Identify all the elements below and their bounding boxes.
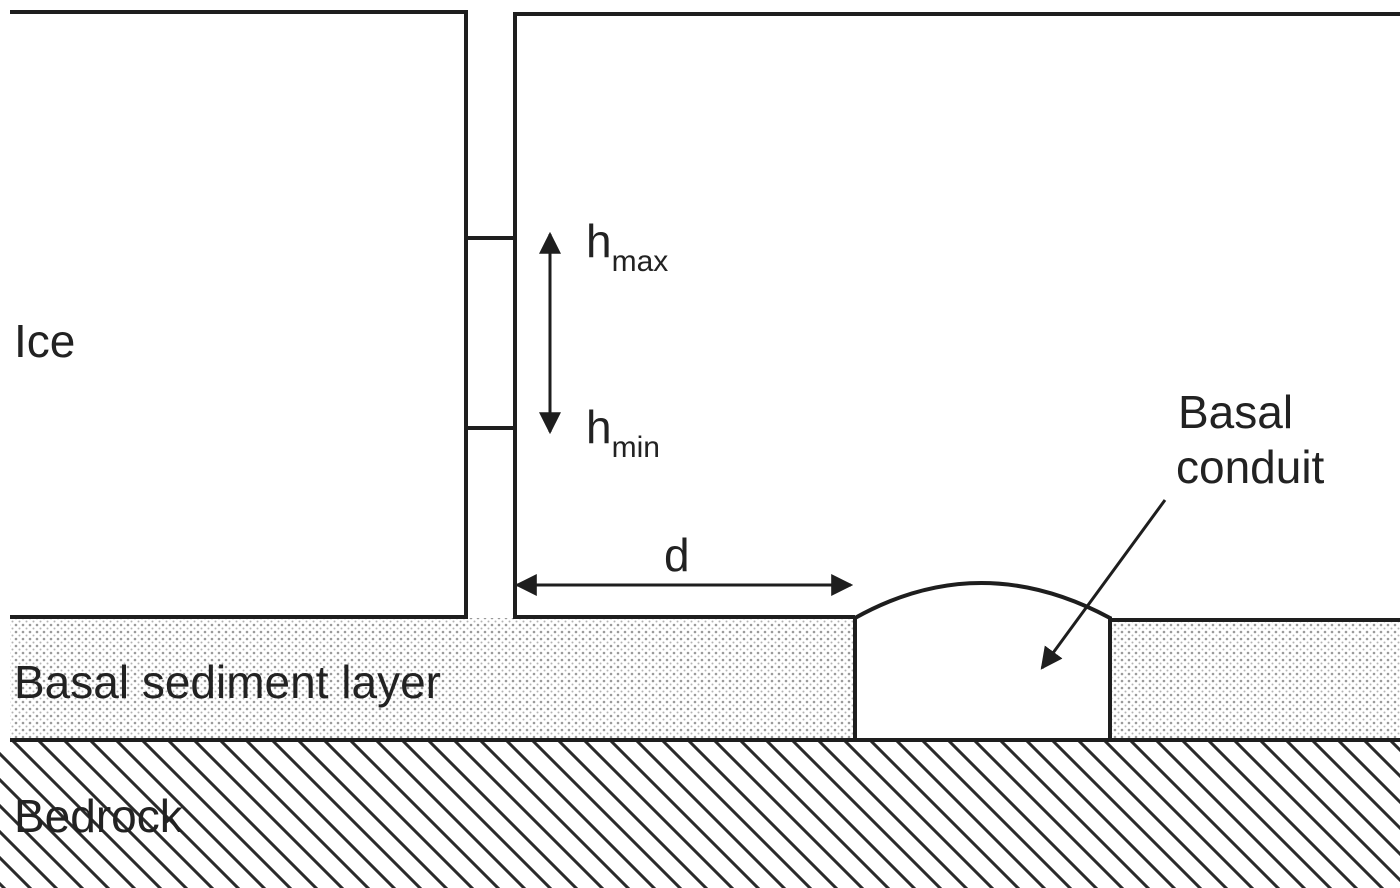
bedrock-region	[0, 740, 1400, 888]
sediment-layer-left	[10, 618, 855, 740]
sediment-layer-right	[1110, 620, 1400, 740]
hmin-label: hmin	[586, 401, 660, 464]
ice-block-right-outline	[513, 12, 1400, 619]
basal-conduit	[855, 584, 1110, 740]
ice-label: Ice	[14, 315, 75, 367]
conduit-label-line2: conduit	[1176, 441, 1325, 493]
distance-label: d	[664, 529, 690, 581]
bedrock-label: Bedrock	[14, 790, 184, 842]
sediment-label: Basal sediment layer	[14, 656, 441, 708]
hmax-label: hmax	[586, 215, 668, 278]
conduit-pointer-arrow	[1040, 499, 1167, 670]
conduit-label-line1: Basal	[1178, 386, 1293, 438]
ice-block-left-outline	[10, 10, 468, 619]
